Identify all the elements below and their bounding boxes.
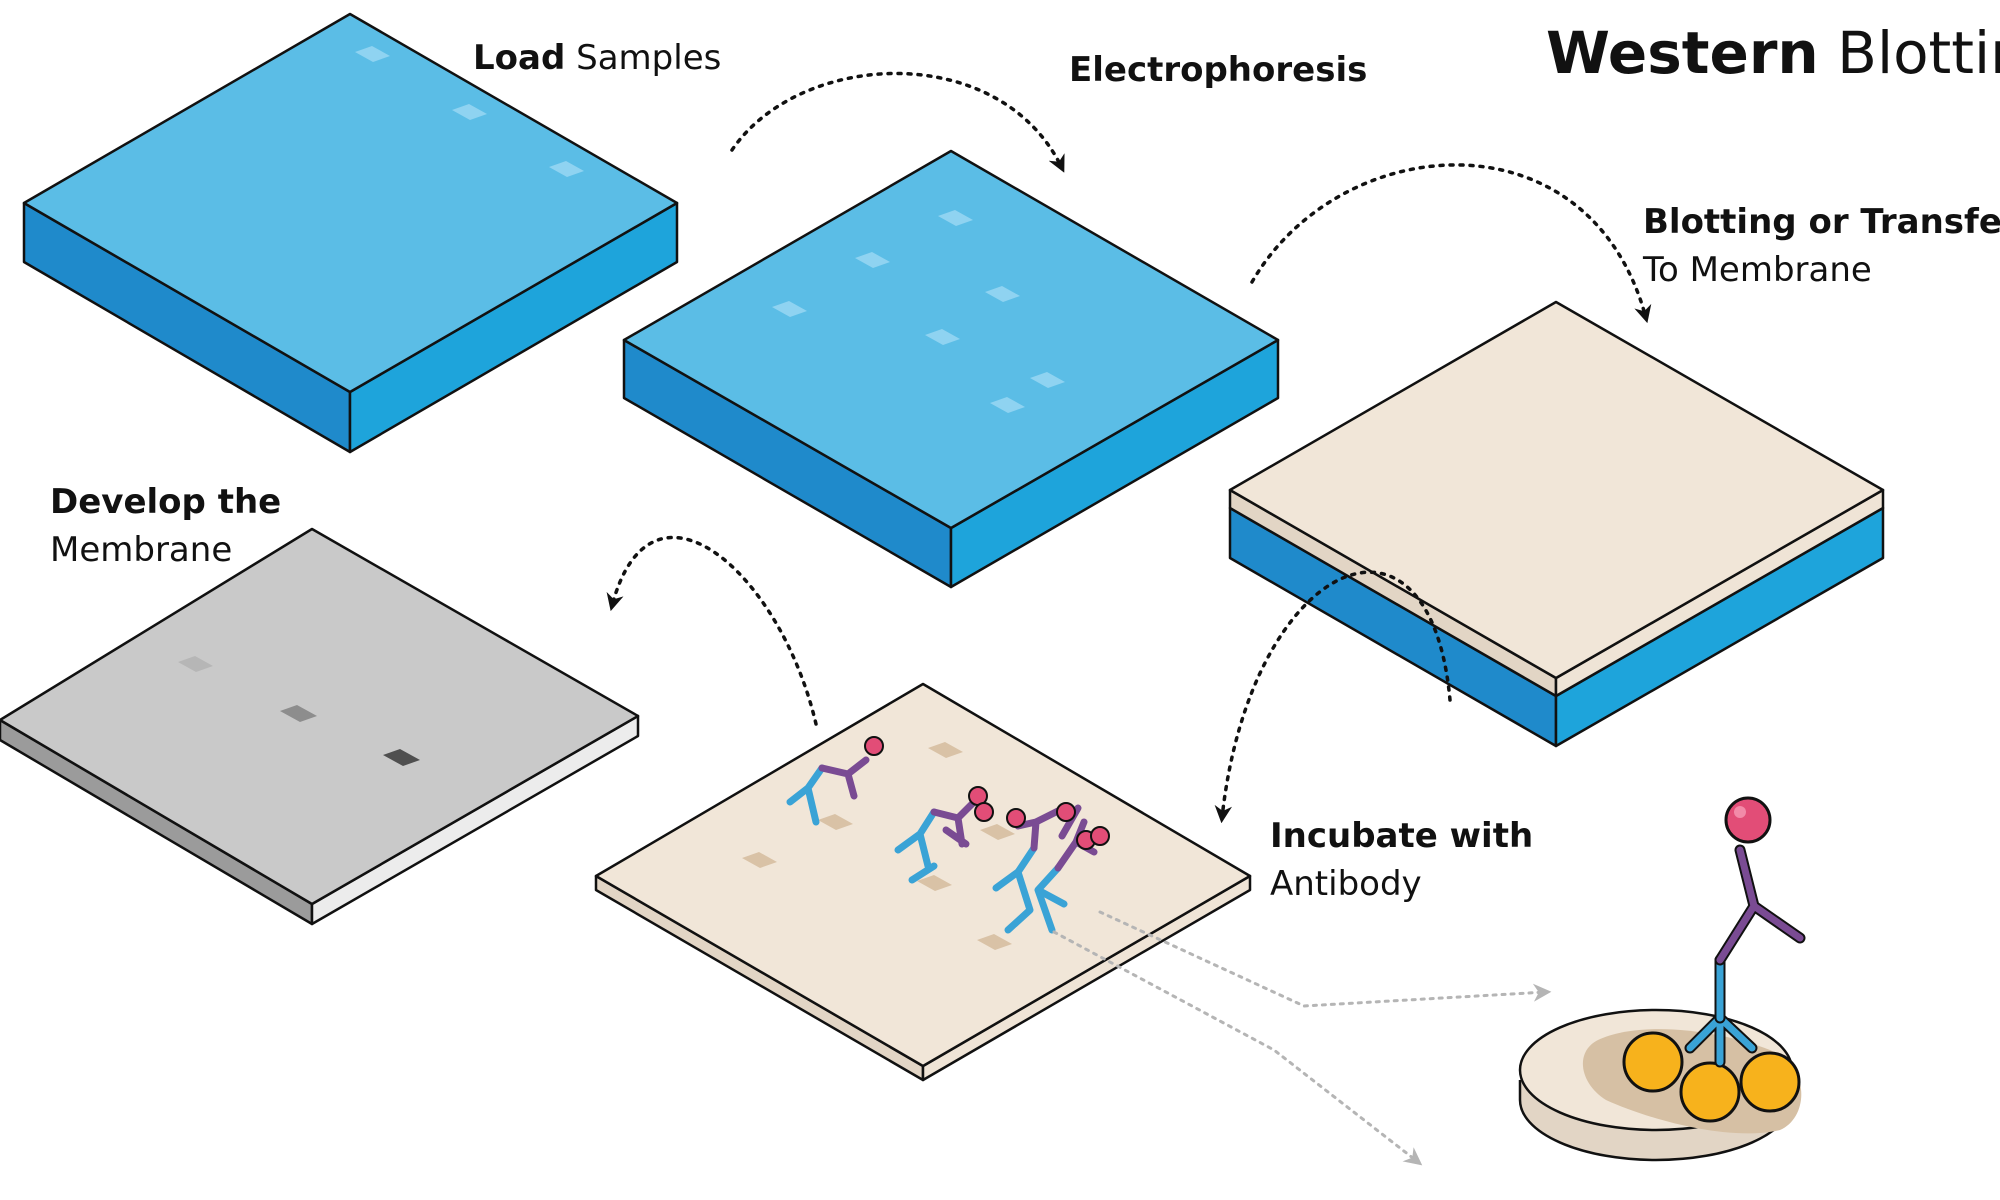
label-blotting: Blotting or Transfer To Membrane (1643, 198, 2000, 294)
title-regular: Blotting (1837, 19, 2000, 87)
developed-membrane (0, 527, 640, 926)
label-electrophoresis: Electrophoresis (1069, 46, 1367, 94)
membrane-top-face (1228, 300, 1885, 680)
label-incubate-regular: Antibody (1270, 864, 1422, 904)
label-blotting-bold: Blotting or Transfer (1643, 202, 2000, 242)
antigen-spheres (1622, 1031, 1801, 1123)
label-develop-bold: Develop the (50, 482, 282, 522)
arrow-electrophoresis-to-blotting (1250, 163, 1652, 324)
label-blotting-regular: To Membrane (1643, 250, 1872, 290)
secondary-antibody-detail (1714, 844, 1806, 966)
sample-wells (355, 46, 584, 177)
label-incubate-bold: Incubate with (1270, 816, 1534, 856)
zoom-arrow-lower (1052, 930, 1423, 1166)
blotting-stack (1228, 300, 1885, 748)
process-arrows (606, 71, 1652, 824)
title-bold: Western (1546, 19, 1819, 87)
zoom-arrows (1052, 910, 1552, 1166)
gel-top-face (22, 12, 679, 394)
label-incubate: Incubate with Antibody (1270, 812, 1533, 908)
incubation-membrane (594, 682, 1252, 1082)
detected-bands (178, 656, 420, 766)
page-title: Western Blotting (1546, 18, 2000, 88)
zoom-arrow-upper (1098, 910, 1552, 1008)
label-load-bold: Load (473, 38, 566, 78)
antibody-complex (894, 786, 994, 884)
label-electrophoresis-bold: Electrophoresis (1069, 50, 1368, 90)
antibody-binding-detail (1518, 796, 1806, 1162)
label-ball (1724, 796, 1772, 844)
antibody-complex (786, 736, 884, 826)
protein-bands (742, 742, 1015, 950)
label-load-samples: Load Samples (473, 34, 721, 82)
label-develop-regular: Membrane (50, 530, 233, 570)
bound-antibodies (786, 736, 1110, 934)
label-develop: Develop the Membrane (50, 478, 281, 574)
gel-electrophoresis (622, 149, 1280, 589)
protein-bands (772, 210, 1065, 413)
arrow-blotting-to-incubate (1214, 570, 1452, 824)
arrow-load-to-electrophoresis (730, 71, 1065, 173)
primary-antibody-detail (1684, 954, 1758, 1068)
antibody-complex (992, 802, 1110, 934)
membrane-top-face (0, 527, 640, 906)
gel-load-samples (22, 12, 679, 454)
arrow-incubate-to-develop (606, 535, 818, 726)
label-load-regular: Samples (576, 38, 722, 78)
